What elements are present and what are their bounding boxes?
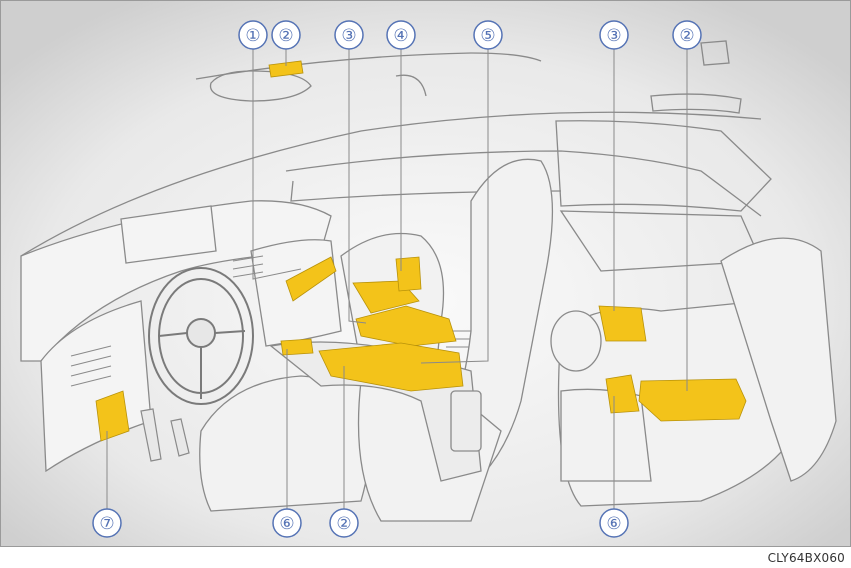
cup-holder-area-highlight — [318, 342, 464, 392]
glove-box-area-highlight — [285, 256, 337, 302]
storage-highlights — [95, 60, 747, 442]
callout-4-top-label: ④ — [393, 26, 408, 46]
rear-door-pocket-highlight — [598, 305, 647, 342]
callout-6-bottom-right-label: ⑥ — [606, 514, 621, 534]
callout-3-top-right-label: ③ — [606, 26, 621, 46]
console-box-highlight — [355, 305, 457, 347]
callout-2-bottom-label: ② — [336, 514, 351, 534]
sunglasses-holder-highlight — [268, 60, 304, 78]
callout-5-top-label: ⑤ — [480, 26, 495, 46]
callout-2-top-right-label: ② — [679, 26, 694, 46]
callout-6-bottom-left-label: ⑥ — [279, 514, 294, 534]
callout-2-top-left-label: ② — [278, 26, 293, 46]
callout-3-top-left-label: ③ — [341, 26, 356, 46]
callout-6-bottom-right: ⑥ — [599, 508, 629, 538]
callout-1-top: ① — [238, 20, 268, 50]
steering-wheel — [148, 267, 254, 405]
dashboard-vents — [70, 255, 471, 387]
rear-armrest-box-highlight — [638, 378, 747, 422]
callout-6-bottom-left: ⑥ — [272, 508, 302, 538]
callout-3-top-right: ③ — [599, 20, 629, 50]
lower-panel-storage-highlight — [95, 390, 130, 442]
pedals — [140, 408, 190, 462]
callout-3-top-left: ③ — [334, 20, 364, 50]
callout-2-bottom: ② — [329, 508, 359, 538]
seatback-pocket-highlight — [395, 256, 422, 292]
figure-frame: ① ② ③ ④ ⑤ — [0, 0, 851, 547]
callout-7-bottom-label: ⑦ — [99, 514, 114, 534]
figure-code: CLY64BX060 — [767, 551, 845, 565]
callout-7-bottom: ⑦ — [92, 508, 122, 538]
leader-lines — [106, 49, 688, 523]
callouts: ① ② ③ ④ ⑤ — [92, 20, 702, 538]
vehicle-interior-illustration: ① ② ③ ④ ⑤ — [1, 1, 850, 546]
callout-5-top: ⑤ — [473, 20, 503, 50]
callout-4-top: ④ — [386, 20, 416, 50]
callout-2-top-left: ② — [271, 20, 301, 50]
callout-2-top-right: ② — [672, 20, 702, 50]
callout-1-top-label: ① — [245, 26, 260, 46]
front-cup-holder-highlight — [280, 338, 314, 356]
